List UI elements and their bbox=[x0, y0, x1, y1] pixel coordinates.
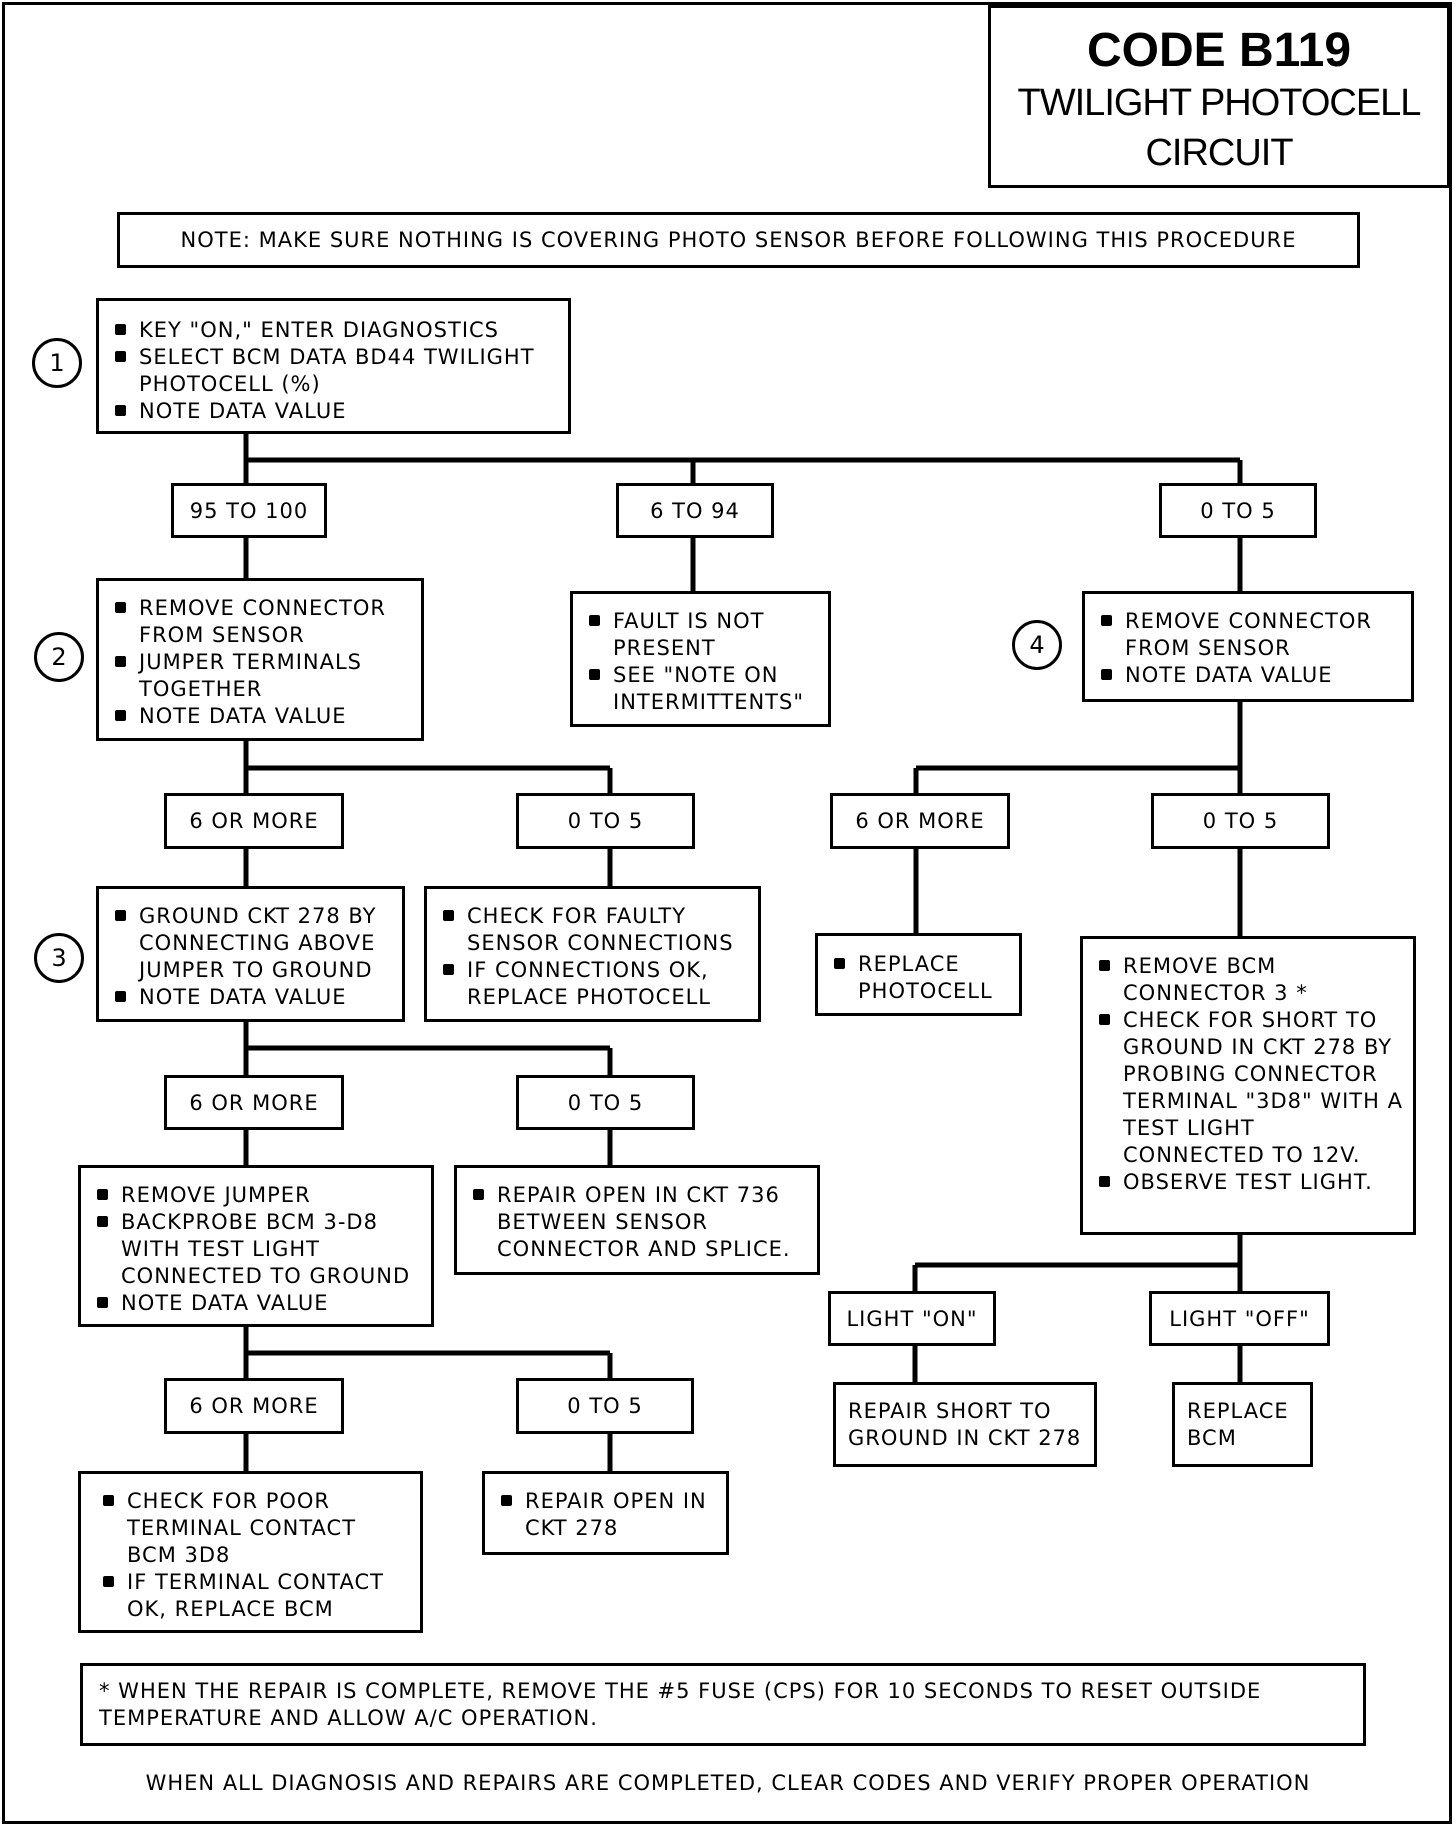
replace-bcm-text: REPLACE BCM bbox=[1187, 1399, 1289, 1450]
label-0-to-5: 0 TO 5 bbox=[516, 1378, 694, 1434]
label-6-to-94: 6 TO 94 bbox=[616, 483, 774, 538]
check-poor-contact-box: CHECK FOR POOR TERMINAL CONTACT BCM 3D8 … bbox=[78, 1471, 423, 1633]
check-faulty-item: IF CONNECTIONS OK, REPLACE PHOTOCELL bbox=[437, 957, 748, 1011]
remove-bcm-item: OBSERVE TEST LIGHT. bbox=[1093, 1169, 1403, 1196]
repair-278-item: REPAIR OPEN IN CKT 278 bbox=[495, 1488, 716, 1542]
step-1-item: KEY "ON," ENTER DIAGNOSTICS bbox=[109, 317, 558, 344]
step-1-item: NOTE DATA VALUE bbox=[109, 398, 558, 425]
check-faulty-item: CHECK FOR FAULTY SENSOR CONNECTIONS bbox=[437, 903, 748, 957]
step-4-item: NOTE DATA VALUE bbox=[1095, 662, 1401, 689]
step-2-item: JUMPER TERMINALS TOGETHER bbox=[109, 649, 411, 703]
title-box: CODE B119 TWILIGHT PHOTOCELL CIRCUIT bbox=[988, 5, 1450, 188]
title-name-line-1: TWILIGHT PHOTOCELL bbox=[1017, 82, 1422, 124]
check-poor-item: CHECK FOR POOR TERMINAL CONTACT BCM 3D8 bbox=[97, 1488, 410, 1569]
step-3-box: GROUND CKT 278 BY CONNECTING ABOVE JUMPE… bbox=[96, 886, 405, 1022]
step-number-4: 4 bbox=[1012, 620, 1062, 670]
step-number-1: 1 bbox=[32, 338, 82, 388]
check-poor-item: IF TERMINAL CONTACT OK, REPLACE BCM bbox=[97, 1569, 410, 1623]
step-3-item: GROUND CKT 278 BY CONNECTING ABOVE JUMPE… bbox=[109, 903, 392, 984]
label-light-on: LIGHT "ON" bbox=[828, 1291, 996, 1346]
remove-bcm-connector-box: REMOVE BCM CONNECTOR 3 * CHECK FOR SHORT… bbox=[1080, 936, 1416, 1235]
repair-736-item: REPAIR OPEN IN CKT 736 BETWEEN SENSOR CO… bbox=[467, 1182, 807, 1263]
check-faulty-connections-box: CHECK FOR FAULTY SENSOR CONNECTIONS IF C… bbox=[424, 886, 761, 1022]
repair-short-box: REPAIR SHORT TO GROUND IN CKT 278 bbox=[833, 1382, 1097, 1467]
title-name-line-2: CIRCUIT bbox=[1145, 132, 1293, 174]
remove-jumper-box: REMOVE JUMPER BACKPROBE BCM 3-D8 WITH TE… bbox=[78, 1165, 434, 1327]
note-top: NOTE: MAKE SURE NOTHING IS COVERING PHOT… bbox=[117, 212, 1360, 268]
label-light-off: LIGHT "OFF" bbox=[1149, 1291, 1330, 1346]
label-95-to-100: 95 TO 100 bbox=[171, 483, 327, 538]
repair-short-text: REPAIR SHORT TO GROUND IN CKT 278 bbox=[848, 1399, 1082, 1450]
replace-bcm-box: REPLACE BCM bbox=[1172, 1382, 1313, 1467]
fault-not-present-box: FAULT IS NOT PRESENT SEE "NOTE ON INTERM… bbox=[570, 591, 831, 727]
footer-instruction: WHEN ALL DIAGNOSIS AND REPAIRS ARE COMPL… bbox=[145, 1771, 1311, 1795]
step-2-item: REMOVE CONNECTOR FROM SENSOR bbox=[109, 595, 411, 649]
title-name: TWILIGHT PHOTOCELL CIRCUIT bbox=[991, 78, 1447, 178]
label-0-to-5: 0 TO 5 bbox=[1151, 793, 1330, 849]
repair-open-ckt-278-box: REPAIR OPEN IN CKT 278 bbox=[482, 1471, 729, 1555]
remove-jumper-item: BACKPROBE BCM 3-D8 WITH TEST LIGHT CONNE… bbox=[91, 1209, 421, 1290]
step-4-box: REMOVE CONNECTOR FROM SENSOR NOTE DATA V… bbox=[1082, 591, 1414, 702]
label-6-or-more: 6 OR MORE bbox=[164, 1075, 344, 1130]
note-bottom: * WHEN THE REPAIR IS COMPLETE, REMOVE TH… bbox=[80, 1663, 1366, 1746]
repair-open-ckt-736-box: REPAIR OPEN IN CKT 736 BETWEEN SENSOR CO… bbox=[454, 1165, 820, 1275]
label-6-or-more: 6 OR MORE bbox=[164, 1378, 344, 1434]
label-0-to-5: 0 TO 5 bbox=[516, 1075, 695, 1130]
step-number-2: 2 bbox=[34, 632, 84, 682]
remove-jumper-item: NOTE DATA VALUE bbox=[91, 1290, 421, 1317]
remove-bcm-item: CHECK FOR SHORT TO GROUND IN CKT 278 BY … bbox=[1093, 1007, 1403, 1169]
title-code: CODE B119 bbox=[1086, 24, 1352, 77]
step-2-item: NOTE DATA VALUE bbox=[109, 703, 411, 730]
replace-photocell-item: REPLACE PHOTOCELL bbox=[828, 951, 1009, 1005]
step-2-box: REMOVE CONNECTOR FROM SENSOR JUMPER TERM… bbox=[96, 578, 424, 741]
label-0-to-5: 0 TO 5 bbox=[516, 793, 695, 849]
label-6-or-more: 6 OR MORE bbox=[830, 793, 1010, 849]
step-3-item: NOTE DATA VALUE bbox=[109, 984, 392, 1011]
fault-item: FAULT IS NOT PRESENT bbox=[583, 608, 818, 662]
fault-item: SEE "NOTE ON INTERMITTENTS" bbox=[583, 662, 818, 716]
step-4-item: REMOVE CONNECTOR FROM SENSOR bbox=[1095, 608, 1401, 662]
step-1-box: KEY "ON," ENTER DIAGNOSTICS SELECT BCM D… bbox=[96, 298, 571, 434]
remove-bcm-item: REMOVE BCM CONNECTOR 3 * bbox=[1093, 953, 1403, 1007]
label-6-or-more: 6 OR MORE bbox=[164, 793, 344, 849]
remove-jumper-item: REMOVE JUMPER bbox=[91, 1182, 421, 1209]
label-0-to-5: 0 TO 5 bbox=[1159, 483, 1317, 538]
replace-photocell-box: REPLACE PHOTOCELL bbox=[815, 933, 1022, 1016]
step-number-3: 3 bbox=[34, 933, 84, 983]
step-1-item: SELECT BCM DATA BD44 TWILIGHT PHOTOCELL … bbox=[109, 344, 558, 398]
